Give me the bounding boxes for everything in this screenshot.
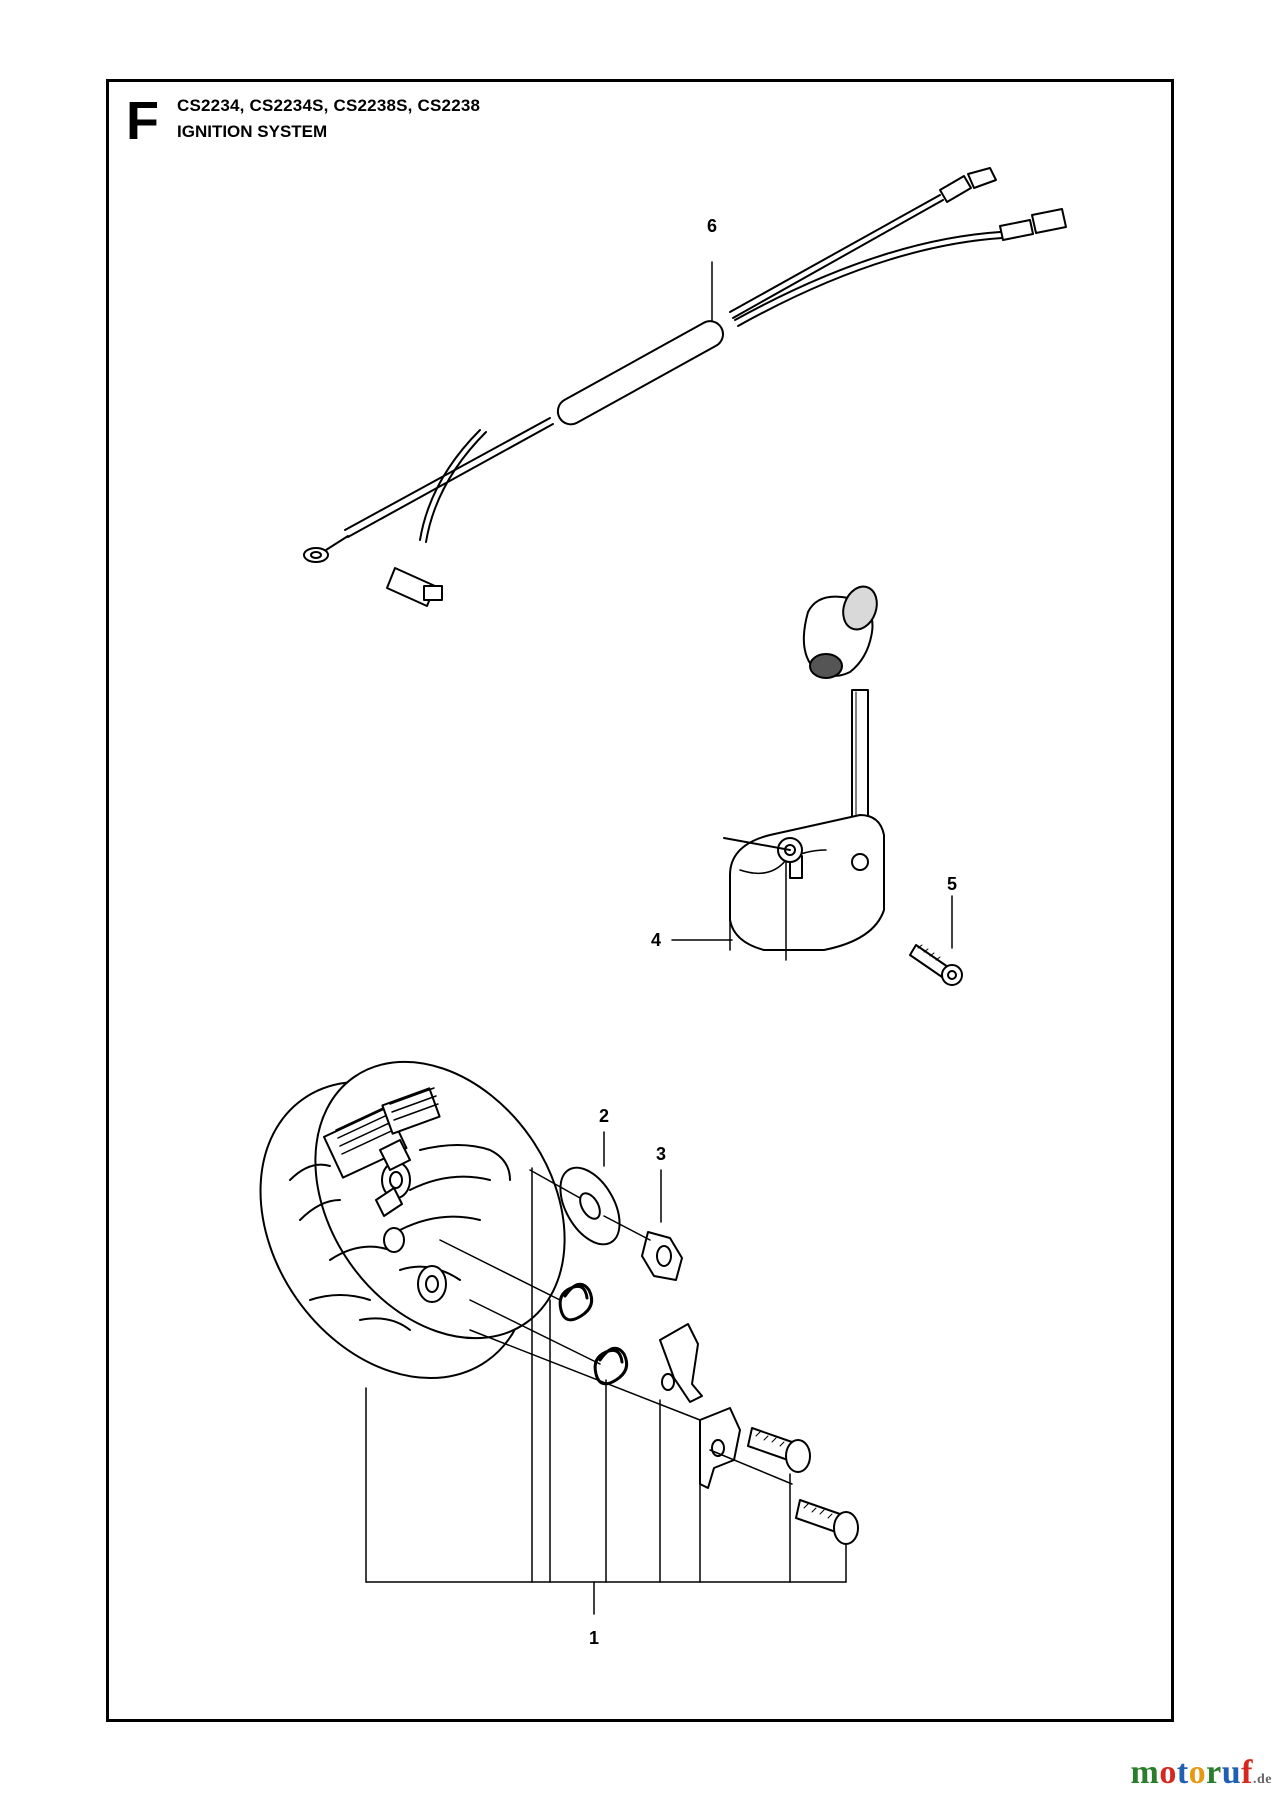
ignition-module bbox=[671, 585, 885, 961]
nut bbox=[603, 1169, 683, 1281]
kit-bracket bbox=[365, 1167, 847, 1615]
pawls bbox=[469, 1323, 741, 1489]
section-letter: F bbox=[126, 91, 159, 151]
springs bbox=[439, 1239, 629, 1386]
page-title: IGNITION SYSTEM bbox=[177, 122, 328, 141]
callout-5: 5 bbox=[947, 874, 957, 894]
callout-4: 4 bbox=[651, 930, 661, 950]
shoulder-screws bbox=[709, 1427, 859, 1545]
washer bbox=[529, 1131, 621, 1246]
watermark-logo: motoruf.de bbox=[1130, 1754, 1272, 1791]
callout-1: 1 bbox=[589, 1628, 599, 1648]
module-screw bbox=[909, 895, 963, 986]
callout-3: 3 bbox=[656, 1144, 666, 1164]
flywheel bbox=[259, 1060, 566, 1380]
callout-2: 2 bbox=[599, 1106, 609, 1126]
model-list: CS2234, CS2234S, CS2238S, CS2238 bbox=[177, 96, 481, 115]
wire-harness bbox=[303, 167, 1067, 607]
diagram-frame bbox=[106, 79, 1174, 1722]
callout-6: 6 bbox=[707, 216, 717, 236]
